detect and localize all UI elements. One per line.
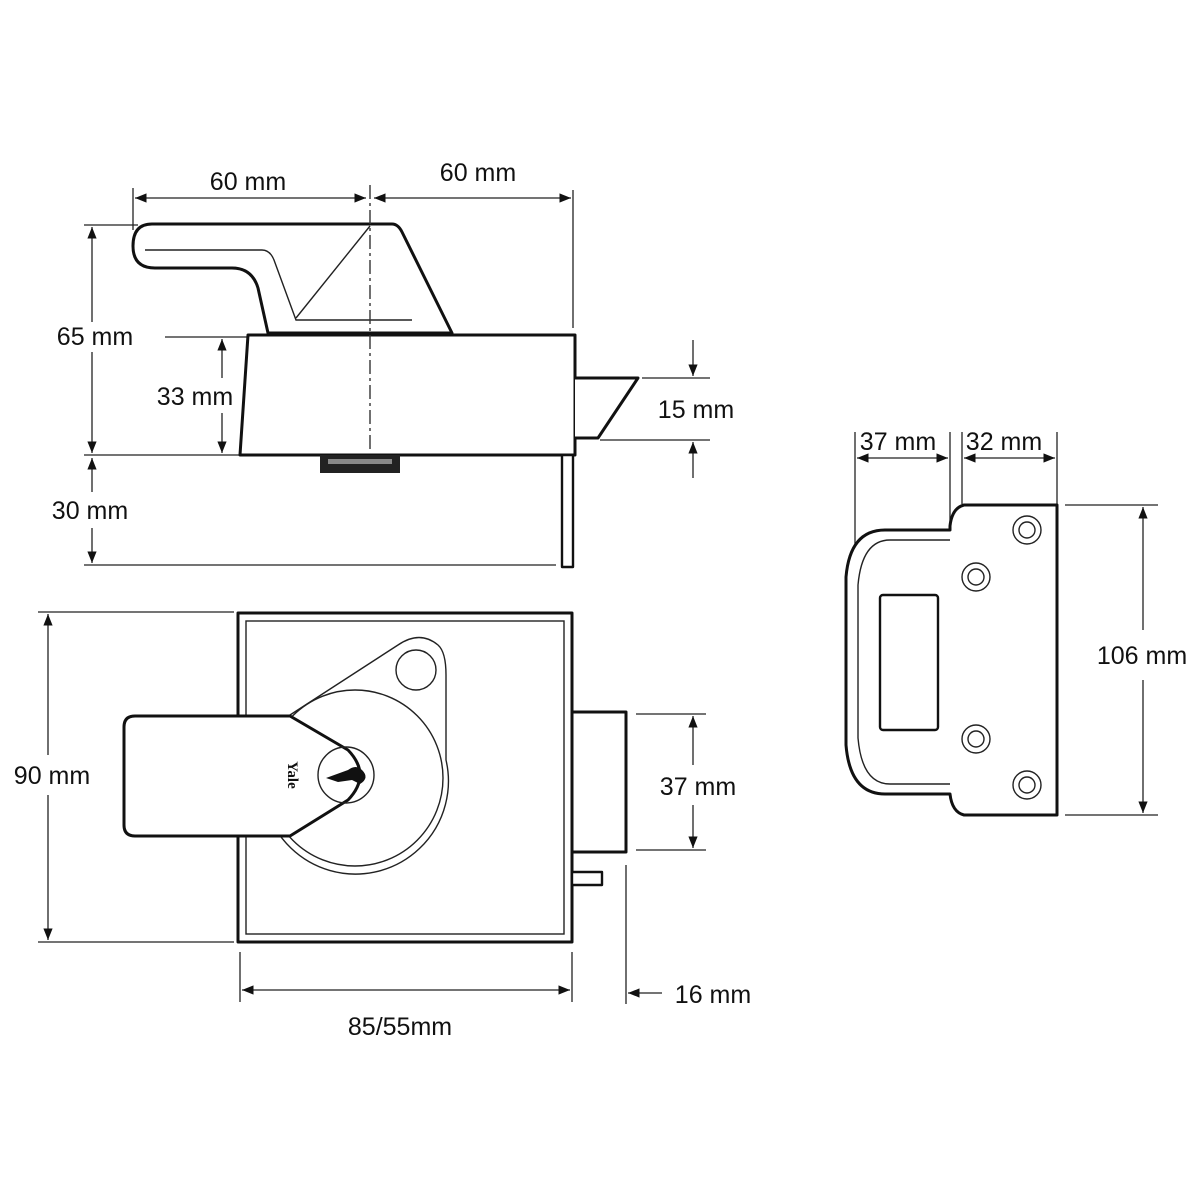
deadbolt-stub xyxy=(570,870,604,887)
dimension-lines-strike xyxy=(854,432,1158,816)
front-view: 90 mm 37 mm 85/55mm 16 mm Yale xyxy=(14,611,751,1041)
handle-side xyxy=(131,222,454,335)
strike-plate-drawing xyxy=(844,503,1059,817)
body-side xyxy=(238,333,577,457)
handle-front xyxy=(122,714,362,838)
screw-holes xyxy=(961,515,1042,800)
strike-plate-view: 37 mm 32 mm 106 mm xyxy=(844,428,1187,817)
latch-bolt-side xyxy=(575,376,640,440)
latch-front xyxy=(570,710,628,854)
dim-latch-reach: 60 mm xyxy=(440,159,516,187)
dimension-lines-front xyxy=(38,611,706,1004)
dim-body-height: 33 mm xyxy=(157,383,233,411)
dim-strike-flange: 32 mm xyxy=(966,428,1042,456)
dimension-lines-side xyxy=(84,188,710,566)
lock-front-drawing: Yale xyxy=(122,611,628,944)
dim-front-height: 90 mm xyxy=(14,762,90,790)
brand-logo: Yale xyxy=(284,761,300,789)
dim-backset-offset: 16 mm xyxy=(675,981,751,1009)
dim-front-width: 85/55mm xyxy=(348,1013,452,1041)
dim-latch-height: 37 mm xyxy=(660,773,736,801)
screw-hole xyxy=(395,649,437,691)
dim-handle-reach: 60 mm xyxy=(210,168,286,196)
dim-staple-depth: 30 mm xyxy=(52,497,128,525)
dim-overall-height: 65 mm xyxy=(57,323,133,351)
dim-strike-height: 106 mm xyxy=(1097,642,1187,670)
staple-post xyxy=(560,453,575,569)
lock-side-drawing xyxy=(131,185,640,569)
keyhole-icon xyxy=(317,746,375,804)
dim-latch-bolt-height: 15 mm xyxy=(658,396,734,424)
side-view: 60 mm 60 mm 65 mm 33 mm 30 mm 15 mm xyxy=(52,159,734,569)
dim-strike-depth: 37 mm xyxy=(860,428,936,456)
strike-slot xyxy=(878,593,940,732)
